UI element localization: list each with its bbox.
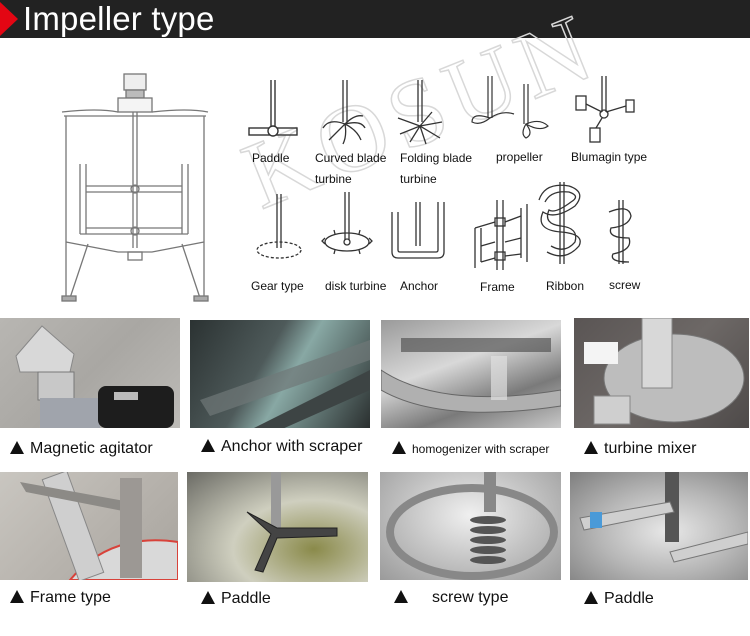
caption-anchor-with-scraper: Anchor with scraper: [201, 437, 362, 457]
frame-icon: [473, 198, 529, 272]
caption-text: turbine mixer: [604, 440, 697, 457]
paddle-impeller-icon: [247, 78, 299, 144]
caption-text: Anchor with scraper: [221, 438, 363, 455]
impeller-label-folding-blade-2: turbine: [400, 172, 437, 186]
screw-icon: [605, 198, 635, 270]
caption-text: Frame type: [30, 589, 111, 606]
anchor-icon: [390, 200, 446, 262]
triangle-icon: [584, 591, 598, 604]
triangle-icon: [584, 441, 598, 454]
impeller-label-ribbon: Ribbon: [546, 279, 585, 293]
photo-paddle-2: [570, 472, 748, 580]
curved-blade-turbine-icon: [318, 78, 368, 146]
impeller-label-curved-blade: Curved blade: [315, 151, 387, 165]
photo-anchor-with-scraper: [190, 320, 370, 428]
impeller-label-propeller: propeller: [496, 150, 543, 164]
red-arrow-icon: [0, 2, 18, 36]
photo-paddle-1: [187, 472, 368, 582]
folding-blade-turbine-icon: [396, 78, 446, 146]
impeller-label-gear-type: Gear type: [251, 279, 304, 293]
caption-turbine-mixer: turbine mixer: [584, 439, 696, 459]
caption-screw-type: screw type: [394, 588, 508, 608]
disk-turbine-icon: [321, 190, 373, 256]
triangle-icon: [201, 439, 215, 452]
triangle-icon: [10, 590, 24, 603]
caption-homogenizer-with-scraper: homogenizer with scraper: [392, 439, 549, 459]
ribbon-icon: [535, 180, 589, 266]
triangle-icon: [201, 591, 215, 604]
tank-diagram: [58, 72, 228, 304]
header-bar: Impeller type: [0, 0, 750, 38]
caption-paddle-2: Paddle: [584, 589, 654, 609]
impeller-label-paddle: Paddle: [252, 151, 290, 165]
propeller-icon: [470, 74, 550, 140]
triangle-icon: [394, 590, 408, 603]
caption-paddle-1: Paddle: [201, 589, 271, 609]
caption-text: screw type: [432, 589, 509, 606]
caption-text: Paddle: [604, 590, 654, 607]
gear-type-icon: [254, 192, 304, 262]
photo-screw-type: [380, 472, 561, 580]
caption-frame-type: Frame type: [10, 588, 111, 608]
impeller-label-anchor: Anchor: [400, 279, 439, 293]
caption-text: Magnetic agitator: [30, 440, 153, 457]
impeller-label-screw: screw: [609, 278, 641, 292]
triangle-icon: [10, 441, 24, 454]
caption-text: Paddle: [221, 590, 271, 607]
impeller-label-folding-blade: Folding blade: [400, 151, 473, 165]
caption-magnetic-agitator: Magnetic agitator: [10, 439, 153, 459]
caption-text: homogenizer with scraper: [412, 442, 550, 456]
impeller-label-blumagin: Blumagin type: [571, 150, 648, 164]
photo-homogenizer-with-scraper: [381, 320, 561, 428]
impeller-label-curved-blade-2: turbine: [315, 172, 352, 186]
photo-frame-type: [0, 472, 178, 580]
photo-turbine-mixer: [574, 318, 749, 428]
photo-magnetic-agitator: [0, 318, 180, 428]
triangle-icon: [392, 441, 406, 454]
blumagin-type-icon: [574, 74, 636, 144]
impeller-label-frame: Frame: [480, 280, 515, 294]
impeller-label-disk-turbine: disk turbine: [325, 279, 387, 293]
page-title: Impeller type: [23, 0, 215, 37]
